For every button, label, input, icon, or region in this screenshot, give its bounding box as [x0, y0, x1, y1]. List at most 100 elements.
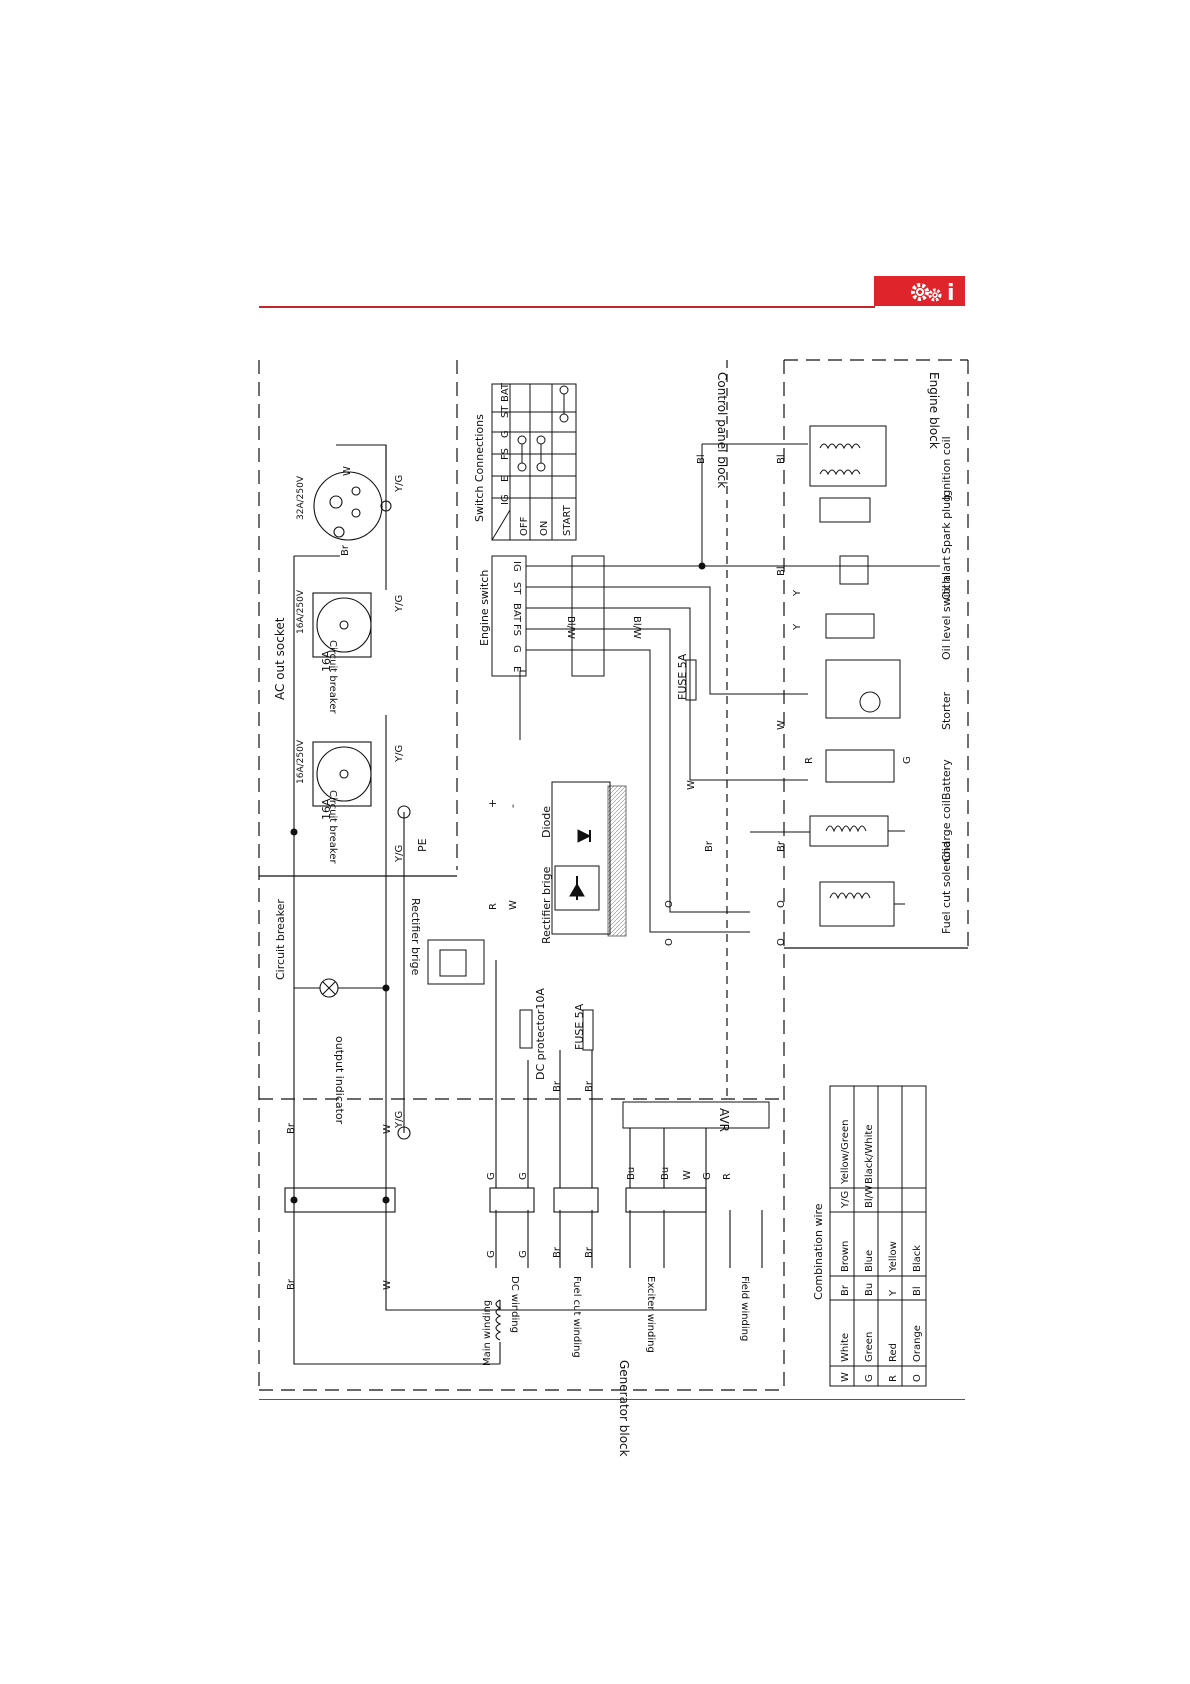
legend-cell: Br: [840, 1284, 851, 1296]
rating-label: 16A/250V: [296, 589, 306, 634]
winding-label: Exciter winding: [645, 1276, 656, 1353]
wire-label: R: [804, 757, 815, 764]
legend-cell: Y: [888, 1289, 899, 1297]
engine-components: [750, 425, 905, 927]
battery: [825, 749, 895, 783]
output-indicator-label: output indicator: [333, 1036, 346, 1125]
switch-col-label: FS: [500, 448, 511, 460]
engine-switch-terminal: G: [511, 645, 522, 653]
gears-icon: [911, 283, 942, 302]
engine-part-label: Oil alart: [940, 556, 953, 600]
rectifier-brige-box: [551, 781, 611, 935]
block-label-control-panel: Control panel block: [715, 372, 729, 488]
legend-cell: Red: [888, 1343, 899, 1362]
wire-label: Br: [552, 1246, 563, 1258]
legend-title: Combination wire: [812, 1203, 825, 1300]
wire-label: O: [664, 938, 675, 946]
engine-switch-terminal: IG: [511, 561, 522, 572]
switch-col-label: ST: [500, 405, 511, 418]
wire-label: Br: [552, 1080, 563, 1092]
socket-group: [290, 444, 500, 1365]
wire-label: Y/G: [394, 745, 405, 763]
generator-windings: [284, 960, 763, 1364]
wire-label: Br: [776, 840, 787, 852]
wire-label: Bu: [660, 1167, 671, 1180]
engine-part-label: Spark plug: [940, 495, 953, 554]
wire-label: Bl/W: [631, 616, 642, 639]
wire-label: W: [382, 1280, 393, 1290]
info-icon: i: [947, 281, 955, 306]
legend-table: [829, 1085, 927, 1387]
wire-label: G: [486, 1250, 497, 1258]
engine-part-label: Ignition coil: [940, 436, 953, 500]
engine-switch-terminal: BAT: [511, 603, 522, 623]
wire-label: W: [342, 466, 353, 476]
fuse-label: FUSE 5A: [573, 1003, 586, 1050]
fuel-cut-solenoid: [819, 881, 895, 927]
engine-switch-terminal: FS: [511, 624, 522, 636]
wire-label: G: [518, 1172, 529, 1180]
legend-cell: Yellow: [888, 1241, 899, 1273]
spark-plug: [819, 497, 871, 523]
main-winding: [495, 1299, 502, 1341]
socket-title: AC out socket: [273, 617, 287, 700]
wire-label: G: [702, 1172, 713, 1180]
wire-label: Bl: [776, 454, 787, 464]
wire-label: Y: [792, 623, 803, 631]
switch-table-title: Switch Connections: [473, 414, 486, 522]
engine-part-label: Battery: [940, 759, 953, 800]
engine-switch-terminal: ST: [511, 582, 522, 595]
wire-label: Br: [704, 840, 715, 852]
rectifier-brige-label: Rectifier brige: [540, 866, 553, 944]
block-label-engine: Engine block: [927, 372, 941, 449]
legend-cell: G: [864, 1374, 875, 1382]
switch-row-label: START: [562, 504, 573, 536]
wire-label: Br: [286, 1278, 297, 1290]
footer-rule: [259, 1399, 965, 1400]
legend-cell: Green: [864, 1332, 875, 1362]
legend-cell: Y/G: [840, 1191, 851, 1209]
cb-rating: 16A: [320, 650, 333, 672]
dc-protector-label: DC protector10A: [534, 988, 547, 1080]
wire-label: Y/G: [394, 845, 405, 863]
wire-label: Y/G: [394, 475, 405, 493]
oil-level-switch: [825, 613, 875, 639]
engine-part-label: Fuel cut solenoid: [940, 841, 953, 934]
engine-switch: [491, 443, 940, 933]
wire-label: R: [488, 903, 499, 910]
legend-cell: R: [888, 1375, 899, 1382]
minus-label: -: [506, 804, 519, 808]
winding-label: Main winding: [482, 1300, 493, 1366]
block-label-generator: Generator block: [617, 1360, 631, 1457]
ignition-coil: [809, 425, 887, 487]
avr-label: AVR: [717, 1108, 731, 1132]
rectifier-brige-2: [427, 939, 485, 985]
switch-connections-table: [491, 383, 577, 541]
legend-cell: Orange: [912, 1325, 923, 1362]
wire-label: G: [486, 1172, 497, 1180]
switch-col-label: E: [500, 476, 511, 482]
legend-cell: Bl/W: [864, 1185, 875, 1208]
block-frames: [258, 359, 969, 1391]
switch-col-label: IG: [500, 494, 511, 505]
circuit-breaker-label: Circuit breaker: [327, 640, 338, 714]
legend-cell: Black: [912, 1245, 923, 1272]
wire-label: O: [776, 900, 787, 908]
legend-cell: White: [840, 1333, 851, 1362]
wire-label: Bl/W: [565, 616, 576, 639]
storter: [825, 659, 901, 719]
control-block-parts: [427, 659, 770, 1129]
switch-col-label: BAT: [500, 382, 511, 402]
engine-part-label: Storter: [940, 691, 953, 730]
circuit-breaker-main: Circuit breaker: [274, 899, 287, 980]
legend-cell: Black/White: [864, 1124, 875, 1184]
wire-label: W: [686, 780, 697, 790]
wire-label: G: [518, 1250, 529, 1258]
engine-switch-terminal: E: [511, 666, 522, 672]
wire-label: Bl: [776, 566, 787, 576]
switch-row-label: OFF: [519, 516, 530, 536]
wire-label: Bl: [696, 454, 707, 464]
header-badge: i: [874, 276, 965, 306]
